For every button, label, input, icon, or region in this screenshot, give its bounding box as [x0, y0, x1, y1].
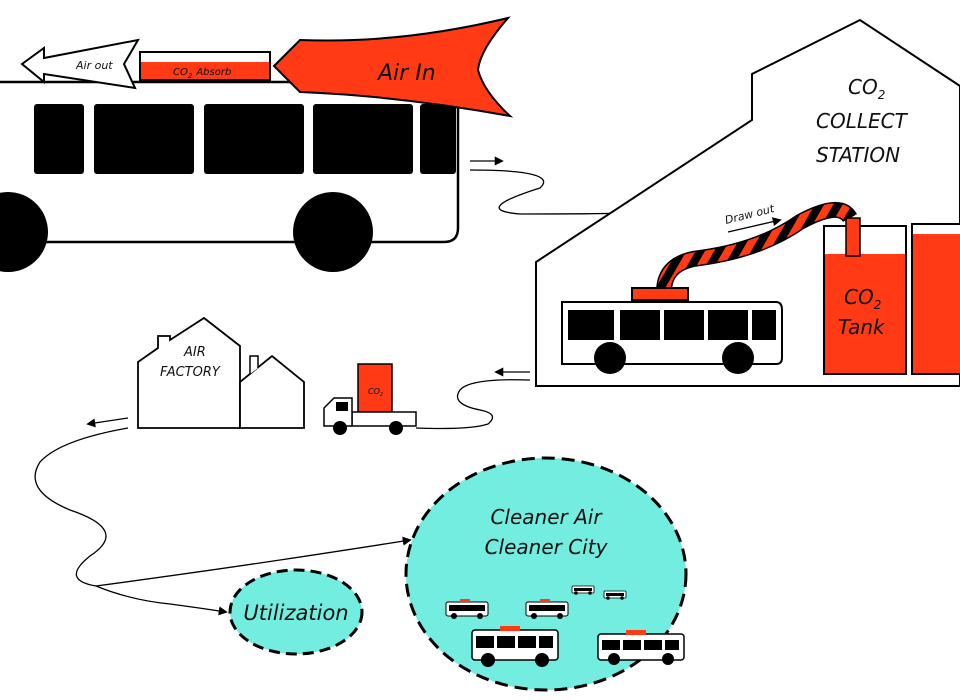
utilization-node: Utilization [228, 568, 364, 656]
connector-bus-station [469, 156, 641, 215]
air-factory: AIR FACTORY [137, 316, 305, 429]
city-bus [571, 585, 595, 595]
air-out-label: Air out [75, 59, 113, 72]
station-title-line2: COLLECT [816, 109, 909, 133]
connector-station-factory [415, 367, 531, 430]
co2-absorb-label: CO [173, 67, 188, 78]
air-in-label: Air In [376, 61, 436, 86]
bus-window [34, 104, 84, 174]
bus-window [204, 104, 304, 174]
main-bus [0, 80, 460, 272]
air-in-arrow: Air In [272, 16, 514, 118]
cleaner-city-node: Cleaner Air Cleaner City [404, 456, 688, 692]
city-label-line1: Cleaner Air [490, 505, 603, 529]
factory-label-line1: AIR [183, 345, 206, 360]
city-bus [525, 599, 569, 619]
bus-window [313, 104, 413, 174]
utilization-label: Utilization [243, 601, 348, 625]
collect-station: CO2 COLLECT STATION Draw out C [535, 18, 960, 387]
truck-label: CO [368, 387, 380, 396]
tank-label-line1: CO [844, 285, 874, 309]
tank-label-line2: Tank [838, 315, 886, 339]
station-title-line3: STATION [816, 143, 900, 167]
co2-truck: CO2 [323, 363, 417, 435]
bus-window [94, 104, 194, 174]
svg-text:CO2: CO2 [844, 285, 881, 312]
factory-label-line2: FACTORY [160, 365, 221, 380]
co2-tank: CO2 Tank [823, 217, 907, 375]
city-bus [597, 630, 685, 665]
city-bus [445, 599, 489, 619]
second-tank [911, 223, 960, 375]
city-bus [603, 590, 627, 600]
svg-text:CO2: CO2 [368, 387, 383, 398]
station-title-line1: CO [848, 75, 878, 99]
air-out-arrow: Air out [20, 38, 140, 90]
bus-wheel [293, 192, 373, 272]
station-bus [561, 287, 783, 374]
city-bus [471, 626, 559, 667]
svg-text:CO2: CO2 [848, 75, 885, 102]
bus-window [420, 104, 456, 174]
connector-factory-outcomes [34, 417, 412, 616]
city-label-line2: Cleaner City [485, 535, 609, 559]
bus-wheel [0, 192, 48, 272]
